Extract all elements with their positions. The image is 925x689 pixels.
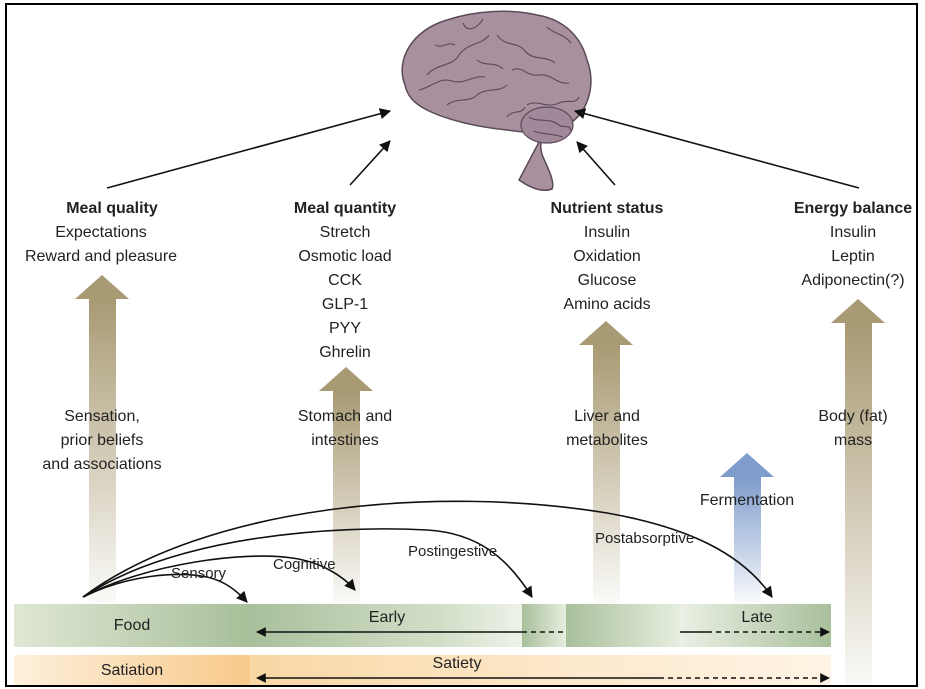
energy-balance-heading: Energy balance xyxy=(793,200,913,217)
nutrient-to-brain-arrow xyxy=(576,141,616,186)
meal-quality-source-line: prior beliefs xyxy=(60,432,144,449)
meal-quantity-heading: Meal quantity xyxy=(293,200,397,217)
nutrient-status-heading: Nutrient status xyxy=(550,200,664,217)
meal-quantity-item: CCK xyxy=(328,272,362,289)
food-timeline-band xyxy=(14,604,831,647)
energy-balance-item: Insulin xyxy=(829,224,877,241)
satiety-label: Satiety xyxy=(432,655,482,672)
nutrient-status-item: Amino acids xyxy=(563,296,651,313)
energy-up-arrow xyxy=(831,299,885,685)
diagram-canvas xyxy=(14,10,885,685)
meal-quantity-item: Stretch xyxy=(319,224,371,241)
figure-frame: Meal quality Expectations Reward and ple… xyxy=(5,3,918,687)
energy-balance-source-line: Body (fat) xyxy=(818,408,888,425)
quantity-to-brain-arrow xyxy=(349,140,391,186)
meal-quantity-item: GLP-1 xyxy=(321,296,369,313)
nutrient-status-item: Oxidation xyxy=(573,248,641,265)
satiation-timeline-band xyxy=(14,655,831,685)
cognitive-label: Cognitive xyxy=(273,556,336,573)
nutrient-up-arrow xyxy=(579,321,633,603)
meal-quality-source-line: and associations xyxy=(42,456,162,473)
postabsorptive-label: Postabsorptive xyxy=(595,530,695,547)
meal-quality-source-line: Sensation, xyxy=(64,408,140,425)
fermentation-up-arrow xyxy=(720,453,774,603)
energy-to-brain-arrow xyxy=(573,108,860,189)
meal-quantity-source-line: Stomach and xyxy=(297,408,393,425)
fermentation-label: Fermentation xyxy=(699,492,795,509)
postabsorptive-curve xyxy=(82,500,773,598)
early-label: Early xyxy=(368,609,406,626)
meal-quality-item: Expectations xyxy=(55,224,147,241)
food-label: Food xyxy=(113,617,151,634)
sensory-label: Sensory xyxy=(171,565,227,582)
nutrient-status-item: Insulin xyxy=(583,224,631,241)
meal-quantity-item: Ghrelin xyxy=(319,344,371,361)
phase-curves xyxy=(82,500,773,603)
brain-illustration xyxy=(401,10,592,192)
meal-quantity-source-line: intestines xyxy=(311,432,379,449)
nutrient-status-source-line: Liver and xyxy=(574,408,640,425)
quantity-up-arrow xyxy=(319,367,373,603)
postingestive-label: Postingestive xyxy=(408,543,498,560)
brain-input-arrows xyxy=(106,108,860,189)
quality-up-arrow xyxy=(75,275,129,603)
meal-quality-item: Reward and pleasure xyxy=(24,248,178,265)
meal-quantity-item: Osmotic load xyxy=(298,248,392,265)
meal-quality-heading: Meal quality xyxy=(66,200,158,217)
energy-balance-source-line: mass xyxy=(833,432,873,449)
late-label: Late xyxy=(741,609,773,626)
sensory-curve xyxy=(82,573,248,603)
meal-quantity-item: PYY xyxy=(328,320,361,337)
energy-balance-item: Leptin xyxy=(831,248,875,265)
cognitive-curve xyxy=(82,555,356,598)
quality-to-brain-arrow xyxy=(106,108,392,189)
nutrient-status-item: Glucose xyxy=(577,272,637,289)
energy-balance-item: Adiponectin(?) xyxy=(801,272,905,289)
satiation-label: Satiation xyxy=(100,662,164,679)
postingestive-curve xyxy=(82,528,533,598)
nutrient-status-source-line: metabolites xyxy=(566,432,648,449)
